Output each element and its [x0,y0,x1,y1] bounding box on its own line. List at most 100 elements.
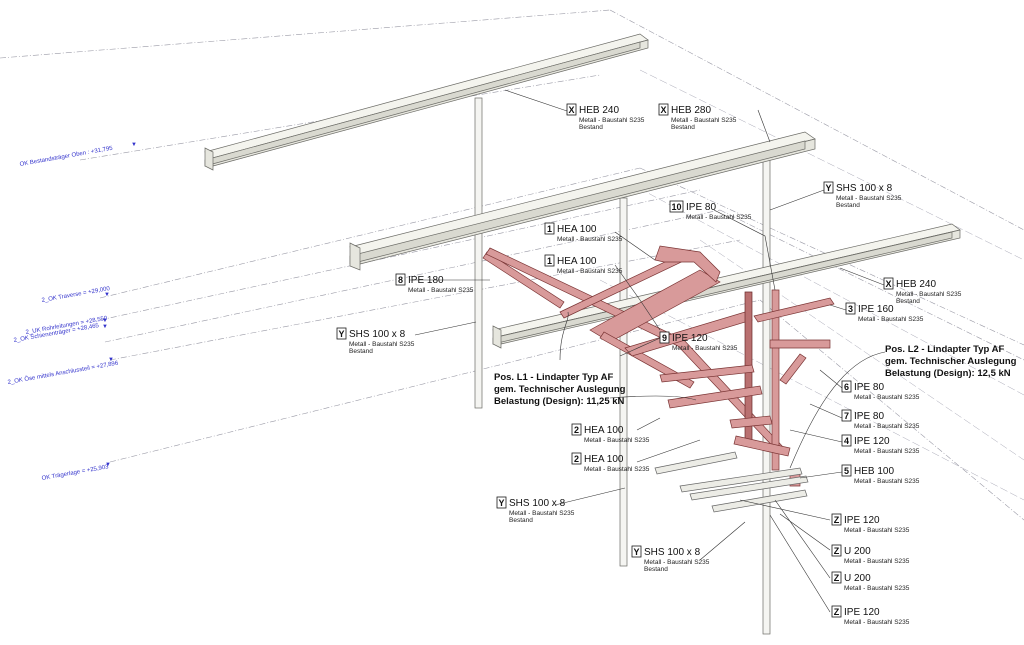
svg-text:Y: Y [338,329,344,339]
svg-text:Metall - Baustahl S235: Metall - Baustahl S235 [686,214,752,221]
svg-text:IPE 80: IPE 80 [854,382,884,393]
tag-mark-box [831,571,842,584]
member-post-b [771,289,780,471]
member-hea100-c [659,364,755,383]
svg-text:4: 4 [844,436,849,446]
svg-text:IPE 120: IPE 120 [854,436,890,447]
svg-text:Metall - Baustahl S235: Metall - Baustahl S235 [844,585,910,592]
svg-text:Bestand: Bestand [644,566,668,573]
svg-text:▼: ▼ [104,292,110,298]
tag-pos1-hea100-a: 1 HEA 100 Metall - Baustahl S235 [544,222,623,243]
svg-text:Metall - Baustahl S235: Metall - Baustahl S235 [408,287,474,294]
svg-text:Metall - Baustahl S235: Metall - Baustahl S235 [844,558,910,565]
svg-text:Bestand: Bestand [671,124,695,131]
leader-lines [410,89,886,613]
tag-pos6-ipe80: 6 IPE 80 Metall - Baustahl S235 [841,380,920,401]
svg-text:HEB 240: HEB 240 [579,105,619,116]
tag-z-ipe120-a: Z IPE 120 Metall - Baustahl S235 [831,513,910,534]
svg-text:7: 7 [844,411,849,421]
svg-text:U 200: U 200 [844,546,871,557]
svg-text:SHS 100 x 8: SHS 100 x 8 [349,329,406,340]
tag-pos4-ipe120: 4 IPE 120 Metall - Baustahl S235 [841,434,920,455]
svg-text:1: 1 [547,224,552,234]
svg-text:HEB 100: HEB 100 [854,466,894,477]
existing-beams [204,33,961,349]
svg-text:Metall - Baustahl S235: Metall - Baustahl S235 [509,510,575,517]
svg-text:Y: Y [633,547,639,557]
tag-mark-box [658,103,669,116]
tag-pos3-ipe160: 3 IPE 160 Metall - Baustahl S235 [845,302,924,323]
member-hea100-top [654,245,721,283]
tag-pos9-ipe120: 9 IPE 120 Metall - Baustahl S235 [659,331,738,352]
svg-text:IPE 80: IPE 80 [686,202,716,213]
tag-pos10-ipe80: 10 IPE 80 Metall - Baustahl S235 [669,200,752,221]
svg-text:2_OK Traverse = +29,000: 2_OK Traverse = +29,000 [41,286,111,304]
rail-ipe120-lower [711,489,808,513]
rail-members [654,451,809,513]
tag-mark-box [845,302,856,315]
svg-text:X: X [660,105,666,115]
svg-text:Bestand: Bestand [836,202,860,209]
tag-shs-middle: Y SHS 100 x 8 Metall - Baustahl S235 Bes… [496,496,575,524]
tag-mark-box [841,380,852,393]
svg-text:Metall - Baustahl S235: Metall - Baustahl S235 [557,268,623,275]
svg-text:Metall - Baustahl S235: Metall - Baustahl S235 [854,423,920,430]
columns [474,97,771,635]
svg-text:▼: ▼ [131,142,137,148]
member-ipe160 [753,297,835,323]
svg-text:HEB 280: HEB 280 [671,105,711,116]
anchor-notes: Pos. L1 - Lindapter Typ AF gem. Technisc… [494,344,1017,407]
svg-text:IPE 120: IPE 120 [844,515,880,526]
member-ipe120-c [729,415,773,429]
svg-text:Metall - Baustahl S235: Metall - Baustahl S235 [854,394,920,401]
svg-text:Metall - Baustahl S235: Metall - Baustahl S235 [671,117,737,124]
svg-text:Bestand: Bestand [509,517,533,524]
svg-text:▼: ▼ [108,357,114,363]
new-steel-frame [482,245,835,487]
svg-text:IPE 160: IPE 160 [858,304,894,315]
member-ipe80-a [769,339,831,349]
tag-pos7-ipe80: 7 IPE 80 Metall - Baustahl S235 [841,409,920,430]
tag-mark-box [544,254,555,267]
note-pos-l1: Pos. L1 - Lindapter Typ AF gem. Technisc… [494,372,626,407]
svg-text:Z: Z [834,573,840,583]
rail-u200-a [679,467,803,493]
tag-mark-box [823,181,834,194]
svg-text:SHS 100 x 8: SHS 100 x 8 [836,183,893,194]
svg-text:HEA 100: HEA 100 [584,454,624,465]
tag-mark-box [544,222,555,235]
tag-mark-box [566,103,577,116]
beam-heb280-middle [349,131,816,271]
member-tags: X HEB 240 Metall - Baustahl S235 Bestand… [336,103,962,626]
svg-text:Z: Z [834,515,840,525]
tag-pos2-hea100-a: 2 HEA 100 Metall - Baustahl S235 [571,423,650,444]
svg-text:9: 9 [662,333,667,343]
svg-text:▼: ▼ [105,462,111,468]
tag-mark-box [571,423,582,436]
level-ok-oese: 2_OK Öse mittels Anschlussteil = +27,896… [7,357,119,386]
tag-pos5-heb100: 5 HEB 100 Metall - Baustahl S235 [841,464,920,485]
tag-mark-box [659,331,670,344]
tag-z-ipe120-b: Z IPE 120 Metall - Baustahl S235 [831,605,910,626]
tag-mark-box [831,513,842,526]
tag-pos8-ipe180: 8 IPE 180 Metall - Baustahl S235 [395,273,474,294]
tag-pos1-hea100-b: 1 HEA 100 Metall - Baustahl S235 [544,254,623,275]
svg-text:gem. Technischer Auslegung: gem. Technischer Auslegung [494,384,626,395]
svg-text:8: 8 [398,275,403,285]
svg-text:Metall - Baustahl S235: Metall - Baustahl S235 [672,345,738,352]
svg-text:HEA 100: HEA 100 [557,224,597,235]
svg-text:OK Trägerlage = +25,903: OK Trägerlage = +25,903 [41,464,109,482]
svg-text:10: 10 [671,202,681,212]
member-hea100-d [667,385,763,409]
svg-text:2: 2 [574,454,579,464]
svg-text:1: 1 [547,256,552,266]
svg-text:5: 5 [844,466,849,476]
tag-mark-box [395,273,406,286]
svg-text:HEB 240: HEB 240 [896,279,936,290]
svg-text:Pos. L1 - Lindapter Typ AF: Pos. L1 - Lindapter Typ AF [494,372,613,383]
member-ipe80-b [779,353,807,385]
svg-text:Belastung (Design): 12,5 kN: Belastung (Design): 12,5 kN [885,368,1011,379]
tag-z-u200-a: Z U 200 Metall - Baustahl S235 [831,544,910,565]
rail-ipe120-upper [654,451,738,475]
